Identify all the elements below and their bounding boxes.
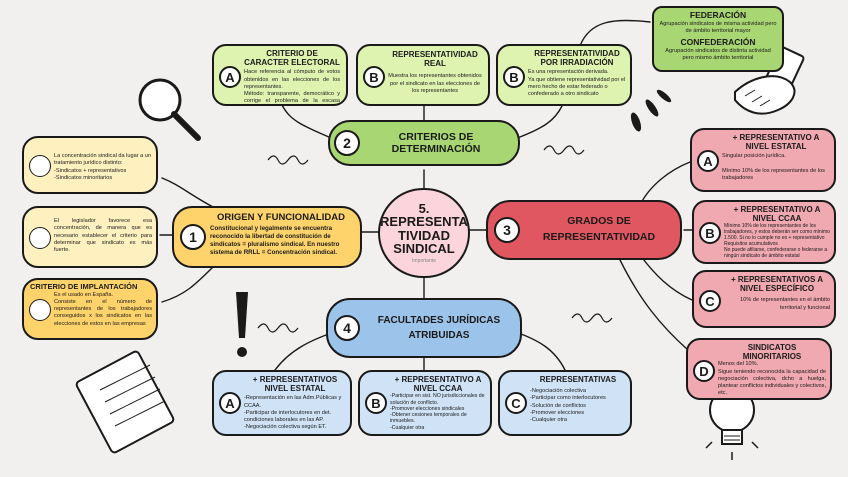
splash-doodles (630, 89, 672, 132)
text-confederacion: Agrupación sindicatos de distinta activi… (665, 48, 771, 62)
box-3c-especifico: C + REPRESENTATIVOS A NIVEL ESPECÍFICO 1… (692, 270, 836, 328)
text-2b: Muestra los representantes obtenidos por… (388, 73, 482, 94)
spring-doodle-1 (267, 155, 309, 165)
bullet-circle-3 (29, 299, 51, 321)
box-1-concentracion: La concentración sindical da lugar a un … (22, 136, 158, 194)
connector-1-to-l3 (161, 264, 216, 303)
connector-3-to-a (639, 161, 691, 206)
text-federacion: Agrupación sindicatos de misma actividad… (659, 20, 777, 35)
text-1-implantacion: Es el usado en España. Consiste en el nú… (54, 291, 152, 327)
branch-3-grados[interactable]: 3 GRADOS DE REPRESENTATIVIDAD (486, 200, 682, 260)
branch-1-number: 1 (180, 224, 206, 250)
badge-4b: B (365, 392, 387, 414)
branch-2-label: CRITERIOS DE DETERMINACIÓN (391, 131, 481, 155)
box-4a-estatal: A + REPRESENTATIVOS NIVEL ESTATAL -Repre… (212, 370, 352, 436)
box-3a-estatal: A + REPRESENTATIVO A NIVEL ESTATAL Singu… (690, 128, 836, 192)
title-4b: + REPRESENTATIVO A NIVEL CCAA (394, 375, 482, 394)
exclamation-icon (236, 292, 248, 357)
badge-4a: A (219, 392, 241, 414)
title-2b: REPRESENTATIVIDAD REAL (392, 50, 478, 69)
box-4b-ccaa: B + REPRESENTATIVO A NIVEL CCAA -Partici… (358, 370, 492, 436)
branch-3-number: 3 (494, 217, 520, 243)
title-3b: + REPRESENTATIVO A NIVEL CCAA (733, 205, 821, 224)
branch-4-number: 4 (334, 315, 360, 341)
branch-2-criterios[interactable]: 2 CRITERIOS DE DETERMINACIÓN (328, 120, 520, 166)
text-4c: -Negociación colectiva -Participar como … (530, 388, 606, 424)
title-3a: + REPRESENTATIVO A NIVEL ESTATAL (732, 133, 820, 152)
branch-3-label: GRADOS DE REPRESENTATIVIDAD (542, 215, 656, 243)
title-4a: + REPRESENTATIVOS NIVEL ESTATAL (252, 375, 338, 394)
branch-4-label: FACULTADES JURÍDICAS ATRIBUIDAS (377, 315, 501, 341)
text-4a: -Representación en las Adm.Públicas y CC… (244, 395, 342, 431)
box-2b-real: B REPRESENTATIVIDAD REAL Muestra los rep… (356, 44, 490, 106)
box-4c-representativas: C REPRESENTATIVAS -Negociación colectiva… (498, 370, 632, 436)
text-1-concentracion: La concentración sindical da lugar a un … (54, 153, 152, 181)
text-3c: 10% de representantes en el ámbito terri… (740, 297, 830, 311)
text-2a: Hace referencia al cómputo de votos obte… (244, 69, 340, 105)
text-1-legislador: El legislador favorece esa concentración… (54, 218, 152, 254)
title-3c: + REPRESENTATIVOS A NIVEL ESPECÍFICO (730, 275, 824, 294)
center-topic: 5. REPRESENTA TIVIDAD SINDICAL Important… (378, 188, 470, 278)
box-1-legislador: El legislador favorece esa concentración… (22, 206, 158, 268)
title-federacion: FEDERACIÓN (689, 10, 747, 20)
title-1-implantacion: CRITERIO DE IMPLANTACIÓN (30, 282, 138, 291)
box-1-implantacion: CRITERIO DE IMPLANTACIÓN Es el usado en … (22, 278, 158, 340)
box-2a-electoral: A CRITERIO DE CARACTER ELECTORAL Hace re… (212, 44, 348, 106)
badge-3a: A (697, 150, 719, 172)
badge-3d: D (693, 360, 715, 382)
magnifier-icon (138, 78, 201, 141)
spring-doodle-2 (543, 145, 585, 155)
branch-1-origen[interactable]: 1 ORIGEN Y FUNCIONALIDAD Constitucional … (172, 206, 362, 268)
bullet-circle-2 (29, 227, 51, 249)
center-title-line3: SINDICAL (393, 241, 455, 257)
badge-3c: C (699, 290, 721, 312)
badge-2a: A (219, 66, 241, 88)
spring-doodle-4 (571, 313, 613, 323)
box-3d-minoritarios: D SINDICATOS MINORITARIOS Menos del 10%.… (686, 338, 832, 400)
title-3d: SINDICATOS MINORITARIOS (742, 343, 802, 362)
center-title-line2: TIVIDAD (398, 227, 450, 243)
text-4b: -Participar en sist. NO jurisdiccionales… (390, 393, 485, 431)
title-2a: CRITERIO DE CARACTER ELECTORAL (244, 49, 340, 68)
badge-3b: B (699, 222, 721, 244)
box-3b-ccaa: B + REPRESENTATIVO A NIVEL CCAA Mínimo 1… (692, 200, 836, 264)
connector-2-to-c (511, 105, 563, 141)
text-3a: Singular posición jurídica. Mínimo 10% d… (722, 153, 825, 182)
text-3d: Menos del 10%. Sigue teniendo reconocida… (718, 361, 826, 397)
connector-2-to-a (281, 104, 337, 141)
connector-c-to-fed (579, 19, 651, 47)
title-2c: REPRESENTATIVIDAD POR IRRADIACIÓN (534, 49, 620, 68)
branch-1-label: ORIGEN Y FUNCIONALIDAD (217, 212, 345, 223)
title-4c: REPRESENTATIVAS (539, 375, 617, 384)
handshake-icon (734, 46, 805, 115)
box-federacion: FEDERACIÓN Agrupación sindicatos de mism… (652, 6, 784, 72)
branch-4-facultades[interactable]: 4 FACULTADES JURÍDICAS ATRIBUIDAS (326, 298, 522, 358)
center-number: 5. (418, 201, 430, 217)
branch-2-number: 2 (334, 130, 360, 156)
box-2c-irradiacion: B REPRESENTATIVIDAD POR IRRADIACIÓN Es u… (496, 44, 632, 106)
notebook-icon (75, 350, 175, 454)
center-title-line1: REPRESENTA (380, 214, 468, 230)
branch-1-text: Constitucional y legalmente se encuentra… (210, 225, 340, 257)
connector-1-to-l1 (161, 177, 216, 209)
center-subtitle: Importante (412, 257, 436, 264)
text-3b: Mínimo 10% de los representantes de los … (724, 223, 830, 260)
connector-3-to-c (639, 254, 693, 301)
badge-4c: C (505, 392, 527, 414)
connector-3-to-d (619, 259, 689, 351)
text-2c: Es una representación derivada. Ya que o… (528, 69, 626, 98)
title-confederacion: CONFEDERACIÓN (680, 37, 756, 48)
bullet-circle-1 (29, 155, 51, 177)
badge-2c: B (503, 66, 525, 88)
badge-2b: B (363, 66, 385, 88)
spring-doodle-3 (257, 323, 299, 333)
